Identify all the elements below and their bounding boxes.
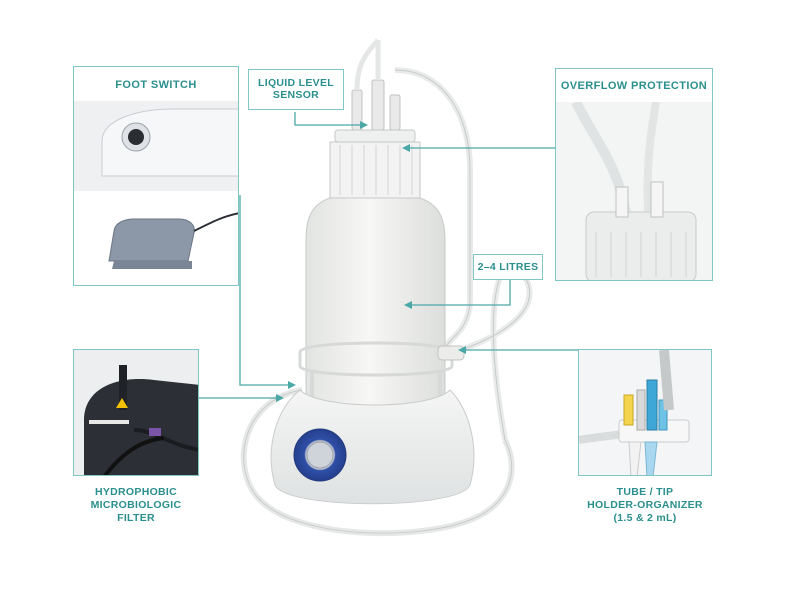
overflow-photo bbox=[556, 102, 712, 280]
filter-photo bbox=[74, 350, 198, 475]
capacity-text: 2–4 LITRES bbox=[477, 261, 539, 273]
tube-line-1: TUBE / TIP bbox=[616, 486, 674, 498]
tube-holder-caption: TUBE / TIP HOLDER-ORGANIZER (1.5 & 2 mL) bbox=[578, 486, 712, 525]
foot-switch-title: FOOT SWITCH bbox=[115, 79, 197, 91]
overflow-protection-panel: OVERFLOW PROTECTION bbox=[555, 68, 713, 281]
hydro-line-1: HYDROPHOBIC bbox=[94, 486, 178, 498]
holder-ring bbox=[298, 341, 454, 377]
hydrophobic-filter-caption: HYDROPHOBIC MICROBIOLOGIC FILTER bbox=[73, 486, 199, 525]
tube-holder-photo-panel bbox=[578, 349, 712, 476]
liquid-level-sensor-label: LIQUID LEVEL SENSOR bbox=[248, 69, 344, 110]
tube-line-2: HOLDER-ORGANIZER bbox=[587, 499, 703, 511]
hydro-line-2: MICROBIOLOGIC bbox=[90, 499, 182, 511]
foot-switch-photo bbox=[74, 101, 238, 285]
tube-holder-photo bbox=[579, 350, 711, 475]
tube-right-2 bbox=[454, 262, 533, 441]
tube-line-3: (1.5 & 2 mL) bbox=[613, 512, 677, 524]
liquid-level-line-1: LIQUID LEVEL bbox=[258, 77, 334, 89]
foot-switch-panel: FOOT SWITCH bbox=[73, 66, 239, 286]
liquid-level-line-2: SENSOR bbox=[272, 89, 320, 101]
hydrophobic-filter-photo-panel bbox=[73, 349, 199, 476]
bottle-cap bbox=[329, 141, 421, 199]
overflow-protection-title: OVERFLOW PROTECTION bbox=[560, 80, 708, 92]
hydro-line-3: FILTER bbox=[117, 512, 155, 524]
capacity-label: 2–4 LITRES bbox=[473, 254, 543, 280]
